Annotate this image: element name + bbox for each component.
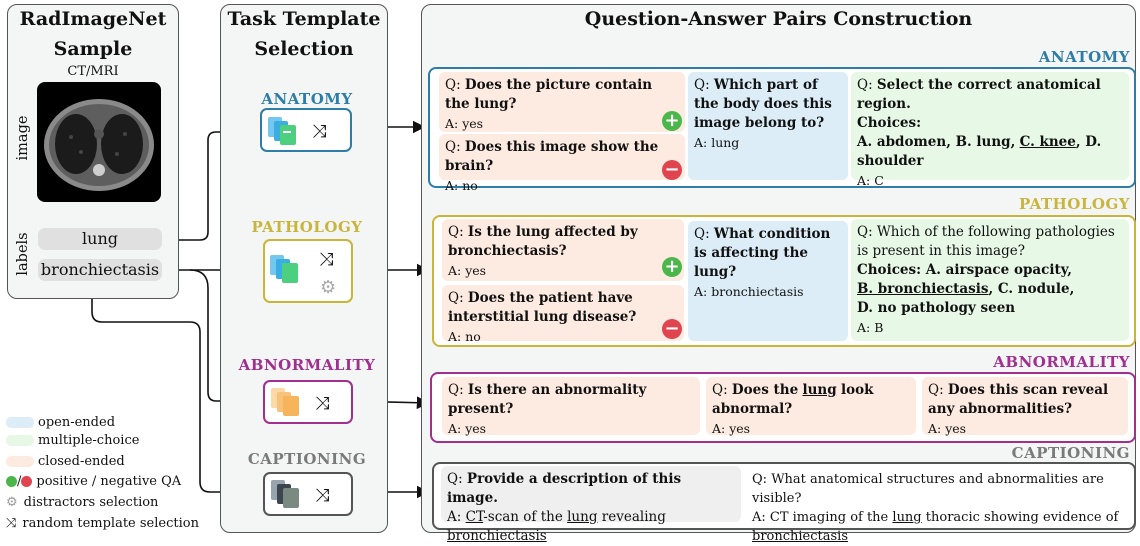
- question: Is there an abnormality present?: [448, 382, 647, 417]
- choices-label: Choices:: [857, 115, 922, 131]
- question: Is the lung affected by bronchiectasis?: [448, 224, 638, 259]
- gear-icon: ⚙: [6, 495, 18, 510]
- svg-text:⤨: ⤨: [315, 485, 329, 506]
- correct-choice: B. bronchiectasis: [857, 281, 989, 297]
- abnormality-closed-2: Q: Does the lung look abnormal? A: yes: [706, 377, 916, 436]
- pathology-section-title: PATHOLOGY: [1018, 195, 1130, 213]
- anatomy-open: Q: Which part of the body does this imag…: [688, 72, 848, 180]
- question: Which of the following pathologies is pr…: [857, 224, 1115, 259]
- qa-title: Question-Answer Pairs Construction: [584, 8, 973, 30]
- question: Does the picture contain the lung?: [445, 77, 653, 112]
- answer: A: yes: [445, 116, 484, 131]
- captioning-2: Q: What anatomical structures and abnorm…: [746, 466, 1130, 544]
- question: Which part of the body does this image b…: [694, 77, 832, 131]
- svg-text:⚙: ⚙: [320, 277, 336, 298]
- arrow-lung-to-anatomy: [161, 125, 260, 241]
- task-abnormality-box[interactable]: ⤨: [263, 380, 353, 424]
- question: Provide a description of this image.: [447, 471, 682, 506]
- captioning-1: Q: Provide a description of this image. …: [441, 466, 741, 544]
- legend-closed-ended: closed-ended: [6, 453, 125, 471]
- label-pill-lung: lung: [38, 228, 162, 250]
- negative-icon: [21, 476, 33, 487]
- positive-icon: [6, 476, 17, 487]
- question: Does the patient have interstitial lung …: [448, 290, 637, 325]
- template-title-line2: Selection: [254, 38, 354, 60]
- task-captioning-box[interactable]: ⤨: [263, 472, 353, 516]
- task-pathology-box[interactable]: ⤨ ⚙: [263, 239, 353, 303]
- pathology-open: Q: What condition is affecting the lung?…: [688, 221, 848, 341]
- ct-image: [37, 82, 161, 202]
- template-title-line1: Task Template: [227, 8, 381, 30]
- legend-positive-negative: /positive / negative QA: [6, 473, 181, 491]
- correct-choice: C. knee: [1019, 134, 1076, 150]
- answer: A: yes: [448, 263, 487, 278]
- negative-icon: −: [662, 319, 682, 339]
- anatomy-closed-positive: Q: Does the picture contain the lung? A:…: [439, 72, 685, 132]
- answer: A: B: [857, 320, 884, 335]
- pathology-multiple-choice: Q: Which of the following pathologies is…: [851, 219, 1129, 341]
- captioning-section-title: CAPTIONING: [1011, 444, 1130, 462]
- image-side-label: image: [15, 115, 31, 161]
- answer: A: C: [857, 173, 884, 188]
- answer: A: bronchiectasis: [694, 284, 804, 299]
- svg-text:⤨: ⤨: [315, 393, 329, 414]
- question: What anatomical structures and abnormali…: [752, 472, 1104, 506]
- sample-title-line1: RadImageNet: [19, 8, 167, 30]
- svg-text:⤨: ⤨: [312, 121, 326, 142]
- abnormality-closed-3: Q: Does this scan reveal any abnormaliti…: [922, 377, 1128, 436]
- task-abnormality-label: ABNORMALITY: [238, 356, 376, 374]
- task-pathology-label: PATHOLOGY: [251, 218, 363, 236]
- legend-open-ended: open-ended: [6, 414, 115, 432]
- positive-icon: +: [662, 257, 682, 277]
- answer: A: no: [445, 178, 478, 193]
- answer: A: yes: [928, 421, 967, 436]
- answer: A: lung: [694, 135, 740, 150]
- labels-side-label: labels: [15, 232, 31, 276]
- sample-title-line2: Sample: [53, 38, 133, 60]
- question: Does this scan reveal any abnormalities?: [928, 382, 1109, 417]
- modality-label: CT/MRI: [67, 64, 119, 79]
- abnormality-section-title: ABNORMALITY: [993, 353, 1130, 371]
- anatomy-section-title: ANATOMY: [1038, 48, 1130, 66]
- positive-icon: +: [662, 111, 682, 131]
- task-anatomy-label: ANATOMY: [261, 90, 353, 108]
- task-captioning-label: CAPTIONING: [247, 450, 367, 468]
- pathology-closed-negative: Q: Does the patient have interstitial lu…: [442, 285, 684, 344]
- legend-distractors: ⚙distractors selection: [6, 495, 159, 510]
- arrow-bronch-to-abnormality: [189, 269, 260, 408]
- answer: A: no: [448, 329, 481, 344]
- legend-multiple-choice: multiple-choice: [6, 432, 139, 450]
- arrow-sample-to-captioning: [91, 298, 260, 499]
- negative-icon: −: [662, 160, 682, 180]
- answer: A: yes: [712, 421, 751, 436]
- label-pill-bronchiectasis: bronchiectasis: [38, 259, 162, 281]
- pathology-closed-positive: Q: Is the lung affected by bronchiectasi…: [442, 219, 684, 281]
- svg-text:⤨: ⤨: [319, 249, 333, 270]
- question: What condition is affecting the lung?: [694, 226, 831, 280]
- anatomy-multiple-choice: Q: Select the correct anatomical region.…: [851, 72, 1129, 188]
- answer: A: yes: [448, 421, 487, 436]
- abnormality-closed-1: Q: Is there an abnormality present? A: y…: [442, 377, 700, 436]
- legend-random-template: ⤨random template selection: [6, 516, 199, 531]
- task-anatomy-box[interactable]: ⤨: [260, 108, 352, 152]
- question: Does this image show the brain?: [445, 139, 659, 174]
- shuffle-icon: ⤨: [6, 516, 17, 531]
- anatomy-closed-negative: Q: Does this image show the brain? A: no: [439, 134, 685, 193]
- question: Select the correct anatomical region.: [857, 77, 1101, 112]
